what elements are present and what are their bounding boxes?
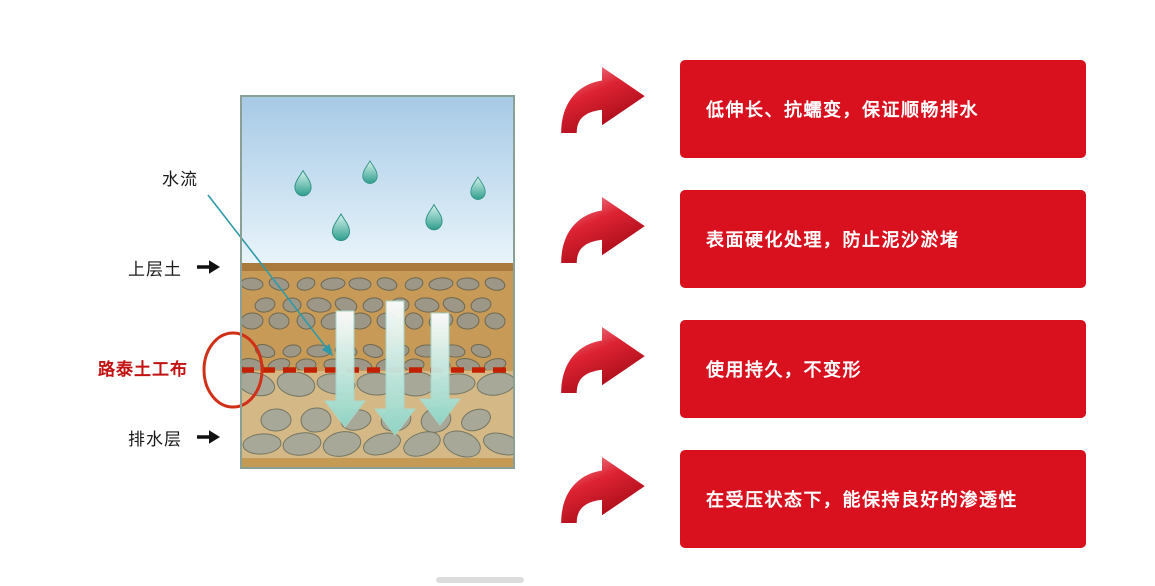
benefit-row: 在受压状态下，能保持良好的渗透性	[556, 450, 1096, 548]
benefit-banner: 低伸长、抗蠕变，保证顺畅排水	[680, 60, 1086, 158]
label-water-flow: 水流	[162, 170, 198, 189]
bottom-scroll-indicator	[436, 577, 524, 583]
red-swoosh-arrow-icon	[561, 66, 645, 134]
benefit-banner: 使用持久，不变形	[680, 320, 1086, 418]
right-arrow-icon	[197, 260, 220, 274]
red-swoosh-arrow-icon	[561, 326, 645, 394]
benefit-banner: 在受压状态下，能保持良好的渗透性	[680, 450, 1086, 548]
soil-surface-band	[240, 263, 515, 271]
soil-cross-section-diagram	[202, 95, 515, 469]
benefit-row: 低伸长、抗蠕变，保证顺畅排水	[556, 60, 1096, 158]
benefit-banner: 表面硬化处理，防止泥沙淤堵	[680, 190, 1086, 288]
label-drainage-layer: 排水层	[128, 430, 182, 449]
benefit-text: 低伸长、抗蠕变，保证顺畅排水	[706, 100, 979, 120]
right-arrow-icon	[197, 430, 220, 444]
water-flow-pointer-line	[207, 194, 333, 357]
geotextile-highlight-circle	[202, 331, 264, 409]
benefit-row: 使用持久，不变形	[556, 320, 1096, 418]
diagram-border	[240, 95, 515, 469]
red-swoosh-arrow-icon	[561, 456, 645, 524]
drainage-stones	[241, 372, 514, 458]
benefit-text: 使用持久，不变形	[706, 360, 862, 380]
red-swoosh-arrow-icon	[561, 196, 645, 264]
down-flow-arrow-icons	[323, 300, 462, 436]
label-upper-soil: 上层土	[128, 260, 182, 279]
benefit-text: 在受压状态下，能保持良好的渗透性	[706, 490, 1018, 510]
sky-layer	[240, 96, 515, 267]
benefit-text: 表面硬化处理，防止泥沙淤堵	[706, 230, 960, 250]
bottom-sand-strip	[240, 458, 515, 469]
label-geotextile: 路泰土工布	[98, 360, 188, 379]
benefit-row: 表面硬化处理，防止泥沙淤堵	[556, 190, 1096, 288]
